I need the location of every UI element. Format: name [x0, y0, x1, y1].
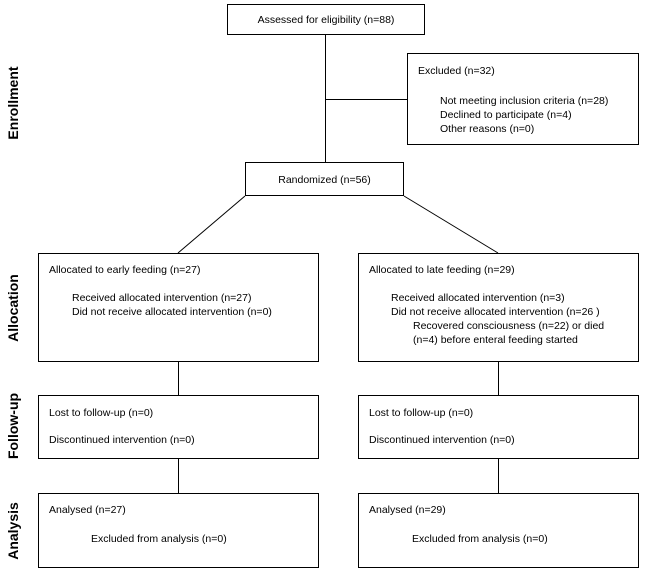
stage-label-allocation: Allocation — [5, 274, 21, 342]
randomized-text: Randomized (n=56) — [278, 174, 371, 186]
allocation-late-reason-1: Recovered consciousness (n=22) or died — [413, 320, 605, 332]
randomized-box: Randomized (n=56) — [245, 162, 404, 196]
assessed-text: Assessed for eligibility (n=88) — [257, 14, 395, 26]
analysis-late-excluded: Excluded from analysis (n=0) — [412, 533, 548, 545]
analysis-early-analysed: Analysed (n=27) — [49, 504, 126, 516]
allocation-early-title: Allocated to early feeding (n=27) — [49, 264, 201, 276]
followup-early-box: Lost to follow-up (n=0) Discontinued int… — [38, 395, 319, 459]
allocation-late-received: Received allocated intervention (n=3) — [391, 292, 565, 304]
allocation-late-reason-2: (n=4) before enteral feeding started — [413, 334, 578, 346]
stage-label-analysis: Analysis — [5, 502, 21, 560]
followup-early-discontinued: Discontinued intervention (n=0) — [49, 434, 195, 446]
allocation-early-box: Allocated to early feeding (n=27) Receiv… — [38, 253, 319, 362]
allocation-late-box: Allocated to late feeding (n=29) Receive… — [358, 253, 639, 362]
excluded-title: Excluded (n=32) — [418, 65, 495, 77]
allocation-late-title: Allocated to late feeding (n=29) — [369, 264, 515, 276]
allocation-late-not-received: Did not receive allocated intervention (… — [391, 306, 600, 318]
stage-label-followup: Follow-up — [5, 392, 21, 460]
assessed-box: Assessed for eligibility (n=88) — [227, 4, 425, 35]
stage-label-enrollment: Enrollment — [5, 66, 21, 140]
allocation-early-received: Received allocated intervention (n=27) — [72, 292, 252, 304]
excluded-item-other: Other reasons (n=0) — [440, 123, 535, 135]
analysis-early-box: Analysed (n=27) Excluded from analysis (… — [38, 493, 319, 568]
analysis-late-box: Analysed (n=29) Excluded from analysis (… — [358, 493, 639, 568]
analysis-late-analysed: Analysed (n=29) — [369, 504, 446, 516]
excluded-box: Excluded (n=32) Not meeting inclusion cr… — [407, 53, 639, 145]
analysis-early-excluded: Excluded from analysis (n=0) — [91, 533, 227, 545]
followup-late-discontinued: Discontinued intervention (n=0) — [369, 434, 515, 446]
followup-late-lost: Lost to follow-up (n=0) — [369, 407, 474, 419]
allocation-early-not-received: Did not receive allocated intervention (… — [72, 306, 272, 318]
followup-late-box: Lost to follow-up (n=0) Discontinued int… — [358, 395, 639, 459]
connector-randomized-left — [177, 195, 246, 254]
connector-randomized-right — [403, 195, 499, 254]
excluded-item-not-meeting: Not meeting inclusion criteria (n=28) — [440, 95, 609, 107]
followup-early-lost: Lost to follow-up (n=0) — [49, 407, 154, 419]
excluded-item-declined: Declined to participate (n=4) — [440, 109, 572, 121]
